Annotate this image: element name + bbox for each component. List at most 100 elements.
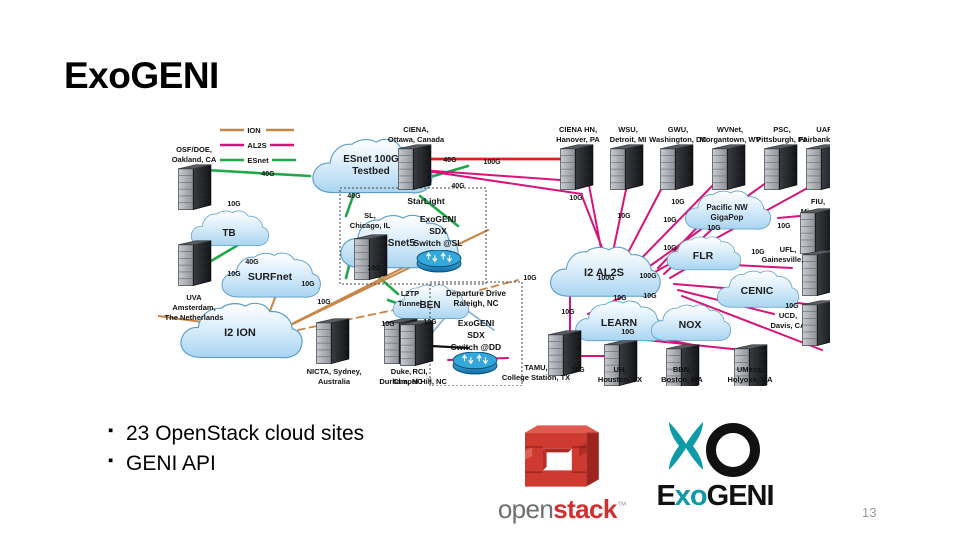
openstack-word-open: open [497, 494, 554, 524]
rack-icon-uva [178, 240, 212, 286]
cloud-label-cenic: CENIC [741, 285, 774, 297]
sdx-sl-line1: ExoGENI [420, 214, 456, 224]
site-label-ucd-1: UCD, [779, 311, 797, 320]
rack-icon-uaf [806, 144, 830, 190]
rack-icon-rci [400, 320, 434, 366]
svg-text:10G: 10G [617, 213, 631, 220]
site-label-cienahn-1: CIENA HN, [559, 125, 597, 134]
site-label-duke-1: Duke, [391, 367, 411, 376]
exogeni-word-e: E [656, 480, 675, 512]
svg-text:10G: 10G [643, 293, 657, 300]
site-group: OSF/DOE, Oakland, CA UVA Amsterdam, The … [165, 125, 830, 386]
sdx-dd-title-1: Departure Drive [446, 289, 507, 298]
svg-text:10G: 10G [663, 217, 677, 224]
bullet-text: 23 OpenStack cloud sites [126, 422, 365, 445]
exogeni-word-xo: xo [674, 480, 708, 512]
site-label-rci-1: RCI, [413, 367, 428, 376]
svg-text:10G: 10G [523, 275, 537, 282]
cloud-label-esnet100g-2: Testbed [352, 166, 390, 177]
svg-text:100G: 100G [483, 159, 501, 166]
page-title: ExoGENI [64, 55, 219, 96]
site-label-duke-2: Durham, NC [379, 377, 423, 386]
cloud-label-tb: TB [222, 228, 235, 239]
rack-icon-fiu [800, 208, 830, 254]
cloud-label-pnw-2: GigaPop [711, 213, 744, 222]
svg-text:10G: 10G [751, 249, 765, 256]
svg-text:10G: 10G [569, 195, 583, 202]
cloud-label-surfnet: SURFnet [248, 271, 293, 283]
rack-icon-psc [764, 144, 798, 190]
openstack-trademark-symbol: ™ [616, 500, 627, 512]
site-label-psc-1: PSC, [773, 125, 791, 134]
router-icon-sdx-sl [416, 250, 462, 273]
rack-icon-ciena-ottawa [398, 144, 432, 190]
cloud-label-esnet100g-1: ESnet 100G [343, 154, 399, 165]
svg-text:100G: 100G [597, 275, 615, 282]
rack-icon-sl-chicago [354, 234, 388, 280]
exogeni-mark-icon [669, 422, 760, 477]
rack-icon-wvnet [712, 144, 746, 190]
svg-text:40G: 40G [443, 157, 457, 164]
cloud-label-esnet5: ESnet5 [381, 238, 415, 249]
svg-text:10G: 10G [613, 295, 627, 302]
exogeni-network-topology-diagram: ION AL2S ESnet ESnet 100G Testbed ESnet5… [158, 118, 830, 386]
rack-icon-wsu [610, 144, 644, 190]
openstack-wordmark: openstack™ [487, 494, 637, 525]
site-label-ucd-2: Davis, CA [770, 321, 806, 330]
list-item: ▪ 23 OpenStack cloud sites [108, 420, 488, 448]
svg-text:10G: 10G [381, 321, 395, 328]
svg-text:100G: 100G [639, 273, 657, 280]
cloud-label-i2al2s: I2 AL2S [584, 267, 624, 279]
svg-text:40G: 40G [451, 183, 465, 190]
rack-icon-ucd [802, 300, 830, 346]
svg-text:10G: 10G [663, 245, 677, 252]
site-label-umass-1: UMass, [737, 365, 763, 374]
cloud-label-i2ion: I2 ION [224, 327, 256, 339]
sdx-sl-title: StarLight [407, 196, 444, 206]
svg-text:10G: 10G [227, 201, 241, 208]
site-label-gwu-2: Washington, DC [649, 135, 707, 144]
site-label-wsu-1: WSU, [618, 125, 638, 134]
site-label-ufl-1: UFL, [780, 245, 797, 254]
list-item: ▪ GENI API [108, 450, 488, 478]
diagram-legend: ION AL2S ESnet [220, 126, 296, 165]
openstack-mark-icon [525, 425, 599, 487]
site-label-wsu-2: Detroit, MI [610, 135, 647, 144]
svg-text:10G: 10G [367, 265, 381, 272]
site-label-osf-2: Oakland, CA [172, 155, 217, 164]
site-label-ufl-2: Gainesville, FL [762, 255, 815, 264]
site-label-uh-2: Houston, TX [598, 375, 642, 384]
site-label-gwu-1: GWU, [668, 125, 688, 134]
site-label-nicta-1: NICTA, Sydney, [307, 367, 362, 376]
rack-icon-ciena-hanover [560, 144, 594, 190]
svg-text:10G: 10G [561, 309, 575, 316]
l2tp-label-2: Tunnel [398, 299, 422, 308]
site-label-psc-2: Pittsburgh, PA [756, 135, 808, 144]
l2tp-label-1: L2TP [401, 289, 419, 298]
svg-text:10G: 10G [671, 199, 685, 206]
exogeni-o-glyph [706, 423, 760, 477]
svg-text:10G: 10G [423, 319, 437, 326]
openstack-logo: openstack™ [487, 420, 637, 524]
svg-text:10G: 10G [301, 281, 315, 288]
site-label-uva-1: UVA [186, 293, 202, 302]
site-label-sl-1: SL, [364, 211, 376, 220]
link-speed-labels: 40G 10G 40G 40G 40G 40G 10G 10G 10G 10G … [227, 157, 799, 374]
site-label-uaf-2: Fairbanks, AK [799, 135, 830, 144]
site-label-tamu-1: TAMU, [524, 363, 547, 372]
site-label-rci-2: Chapel Hill, NC [393, 377, 447, 386]
bullet-list: ▪ 23 OpenStack cloud sites ▪ GENI API [108, 420, 488, 481]
site-label-nicta-2: Australia [318, 377, 351, 386]
legend-label-esnet: ESnet [247, 156, 269, 165]
svg-text:10G: 10G [317, 299, 331, 306]
page-number: 13 [862, 505, 877, 520]
l2tp-annotation: L2TP Tunnel [398, 289, 422, 308]
svg-text:10G: 10G [785, 303, 799, 310]
bullet-marker-icon: ▪ [108, 452, 114, 470]
svg-text:40G: 40G [245, 259, 259, 266]
rack-icon-nicta [316, 318, 350, 364]
svg-text:10G: 10G [621, 329, 635, 336]
site-label-ciena-2: Ottawa, Canada [388, 135, 445, 144]
site-label-wvnet-2: Morgantown, WV [700, 135, 761, 144]
